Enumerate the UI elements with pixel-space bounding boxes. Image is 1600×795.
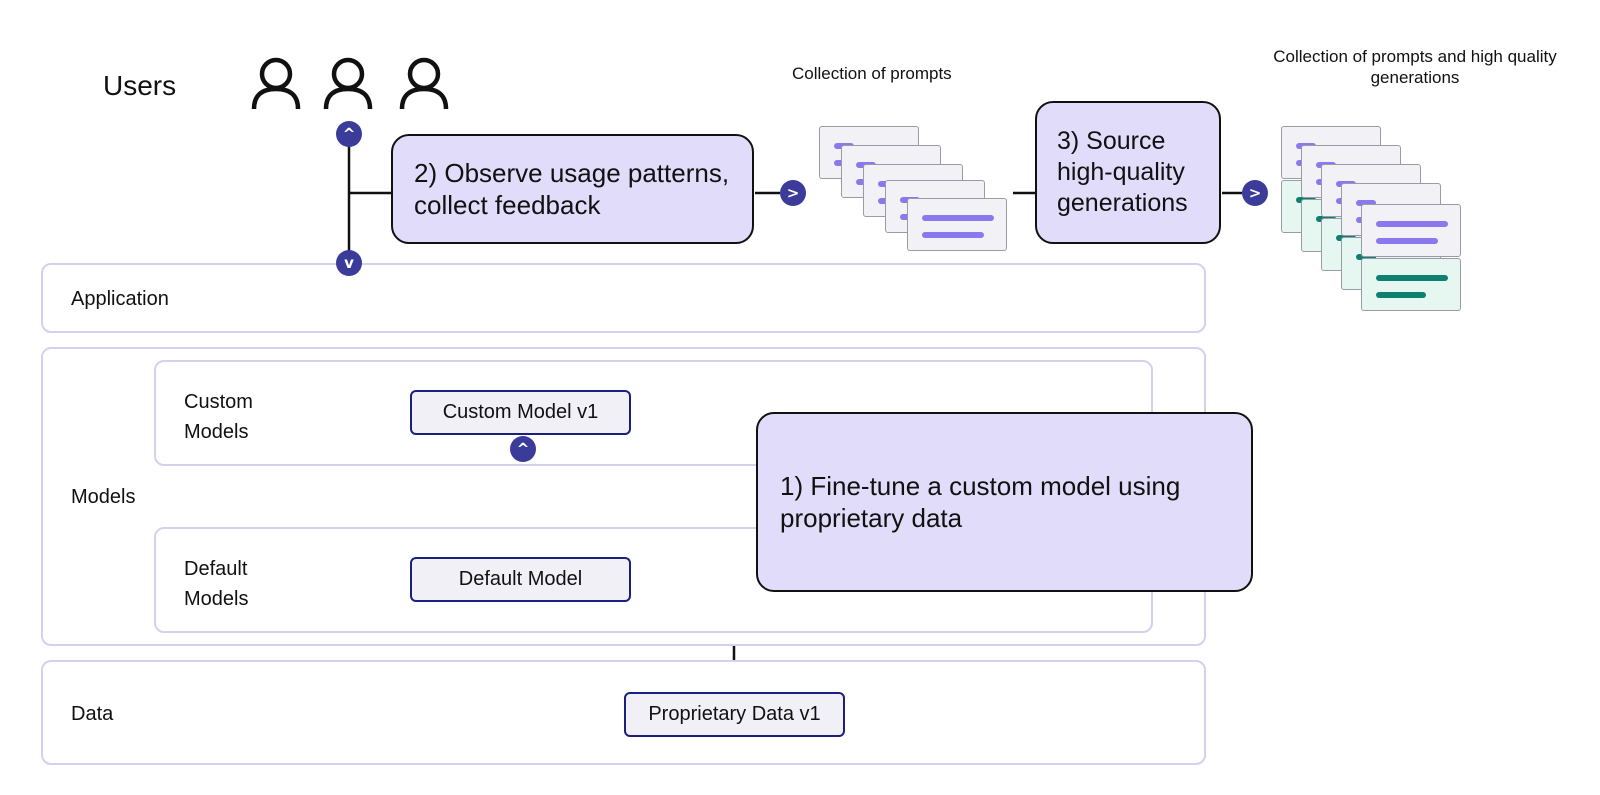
models-label: Models bbox=[71, 486, 136, 508]
data-layer: Data bbox=[41, 660, 1206, 765]
custom-models-label: Custom Models bbox=[184, 391, 253, 443]
data-label: Data bbox=[71, 703, 114, 725]
chevron-up-icon: ^ bbox=[336, 121, 362, 147]
step-source-text: 3) Source high-quality generations bbox=[1057, 126, 1188, 218]
step-source-generations: 3) Source high-quality generations bbox=[1035, 101, 1221, 244]
custom-model-box: Custom Model v1 bbox=[410, 390, 631, 435]
generations-collection-label: Collection of prompts and high quality g… bbox=[1273, 47, 1557, 88]
default-model-box: Default Model bbox=[410, 557, 631, 602]
step-observe-text: 2) Observe usage patterns, collect feedb… bbox=[414, 157, 730, 221]
chevron-right-icon: > bbox=[780, 180, 806, 206]
prompt-card bbox=[907, 198, 1007, 251]
users-label: Users bbox=[103, 70, 177, 101]
application-layer: Application bbox=[41, 263, 1206, 333]
user-icon bbox=[250, 56, 302, 111]
chevron-right-icon: > bbox=[1242, 180, 1268, 206]
proprietary-data-box: Proprietary Data v1 bbox=[624, 692, 845, 737]
step-observe-usage: 2) Observe usage patterns, collect feedb… bbox=[391, 134, 754, 244]
chevron-up-icon: ^ bbox=[510, 436, 536, 462]
generation-card bbox=[1361, 258, 1461, 311]
default-models-label: Default Models bbox=[184, 558, 249, 610]
prompt-card bbox=[1361, 204, 1461, 257]
chevron-down-icon: v bbox=[336, 250, 362, 276]
prompts-collection-label: Collection of prompts bbox=[792, 64, 952, 83]
application-label: Application bbox=[71, 288, 169, 310]
user-icon bbox=[398, 56, 450, 111]
step-finetune-model: 1) Fine-tune a custom model using propri… bbox=[756, 412, 1253, 592]
user-icon bbox=[322, 56, 374, 111]
step-finetune-text: 1) Fine-tune a custom model using propri… bbox=[780, 470, 1181, 534]
